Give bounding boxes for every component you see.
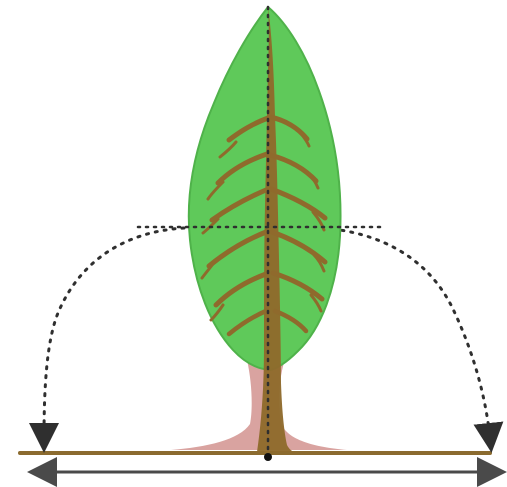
twig-right-3 xyxy=(311,210,326,232)
twig-right-4 xyxy=(312,253,326,273)
trunk-highlight xyxy=(171,359,347,450)
branch-right-4 xyxy=(269,229,328,265)
twig-right-1 xyxy=(297,129,311,148)
branch-left-5 xyxy=(213,271,269,308)
tree-trunk xyxy=(257,7,296,452)
branch-right-3 xyxy=(268,186,328,221)
twig-right-2 xyxy=(306,171,320,190)
branch-right-6 xyxy=(272,308,309,334)
branch-group xyxy=(200,114,328,337)
branch-left-3 xyxy=(209,187,269,223)
right-dotted-arc-arrow xyxy=(331,227,504,453)
branch-right-5 xyxy=(270,270,325,302)
left-dotted-arc-arrow xyxy=(29,226,186,453)
twig-left-5 xyxy=(209,303,225,322)
twig-left-1 xyxy=(218,140,238,159)
branch-left-1 xyxy=(226,115,271,143)
branch-left-6 xyxy=(226,308,269,337)
branch-left-2 xyxy=(215,151,270,186)
branch-left-4 xyxy=(206,229,269,269)
twig-left-2 xyxy=(206,180,225,201)
base-center-dot xyxy=(264,453,272,461)
twig-right-5 xyxy=(309,293,323,313)
twig-left-4 xyxy=(200,262,215,280)
